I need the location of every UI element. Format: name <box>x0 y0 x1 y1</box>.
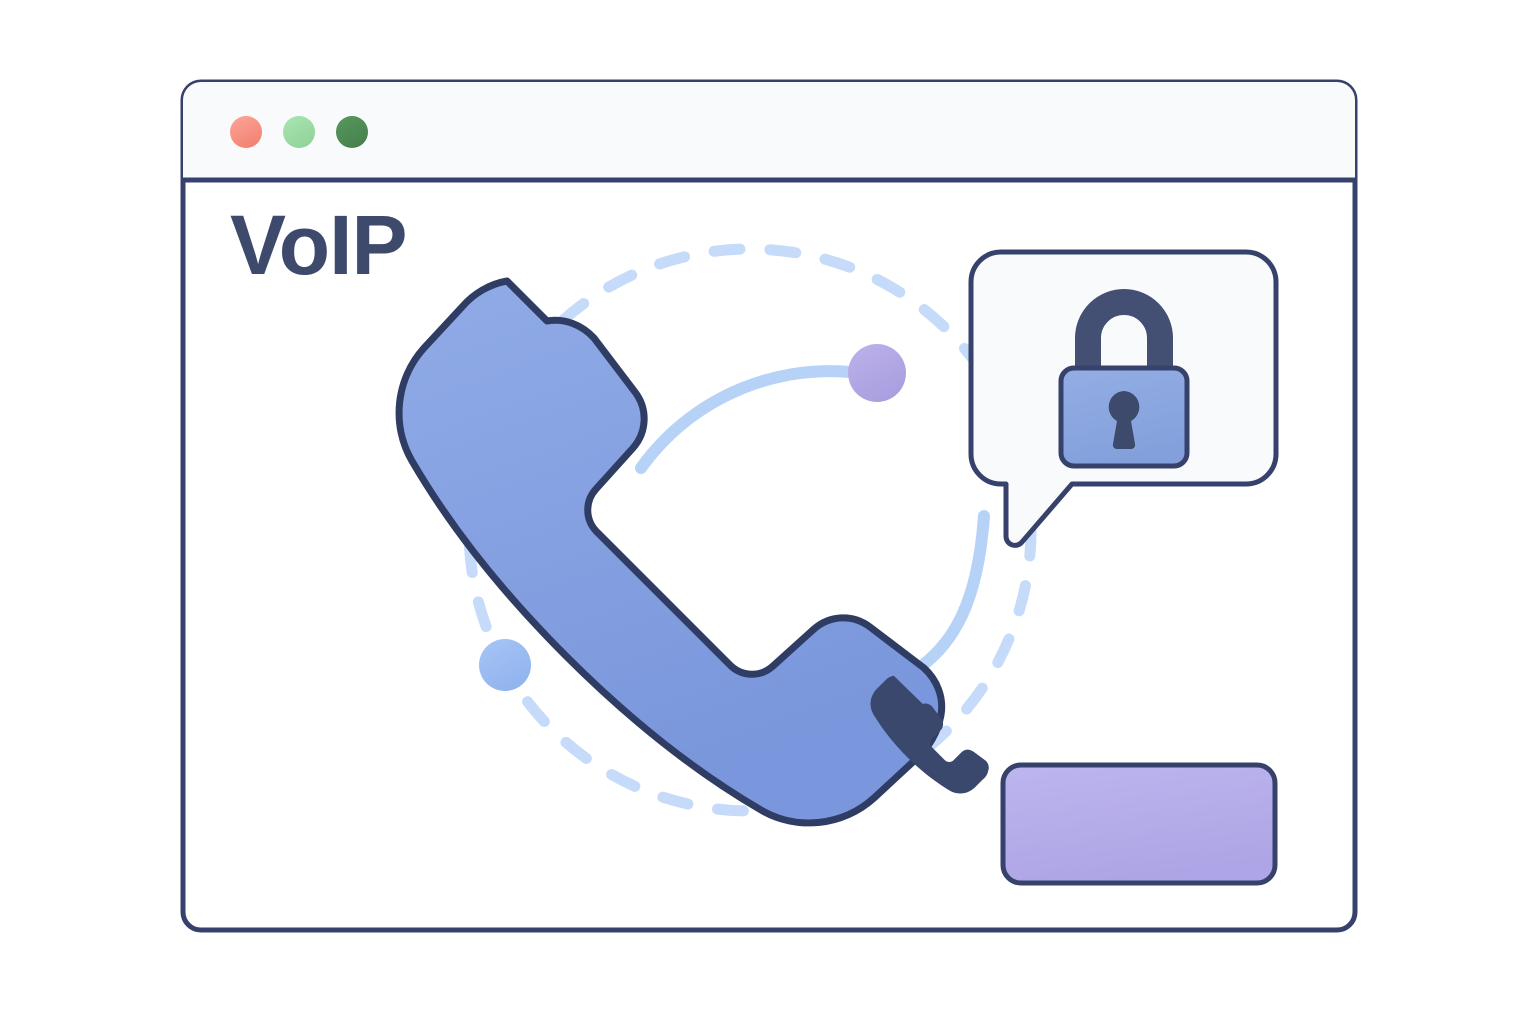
lock-shackle <box>1075 289 1173 380</box>
orbit-node-blue <box>479 639 531 691</box>
call-button[interactable] <box>870 675 1278 886</box>
page-title: VoIP <box>230 198 407 292</box>
orbit-node-purple <box>848 344 906 402</box>
traffic-lights <box>230 116 368 148</box>
orbit-arc-upper <box>635 365 856 474</box>
phone-icon <box>870 675 989 794</box>
orbit-arc-lower <box>907 510 990 678</box>
lock-icon <box>1058 289 1190 469</box>
titlebar-background <box>183 82 1355 180</box>
minimize-button[interactable] <box>283 116 315 148</box>
call-button-background[interactable] <box>1000 762 1278 886</box>
maximize-button[interactable] <box>336 116 368 148</box>
lock-keyhole <box>1108 391 1140 450</box>
close-button[interactable] <box>230 116 262 148</box>
security-badge-bubble <box>968 249 1279 548</box>
